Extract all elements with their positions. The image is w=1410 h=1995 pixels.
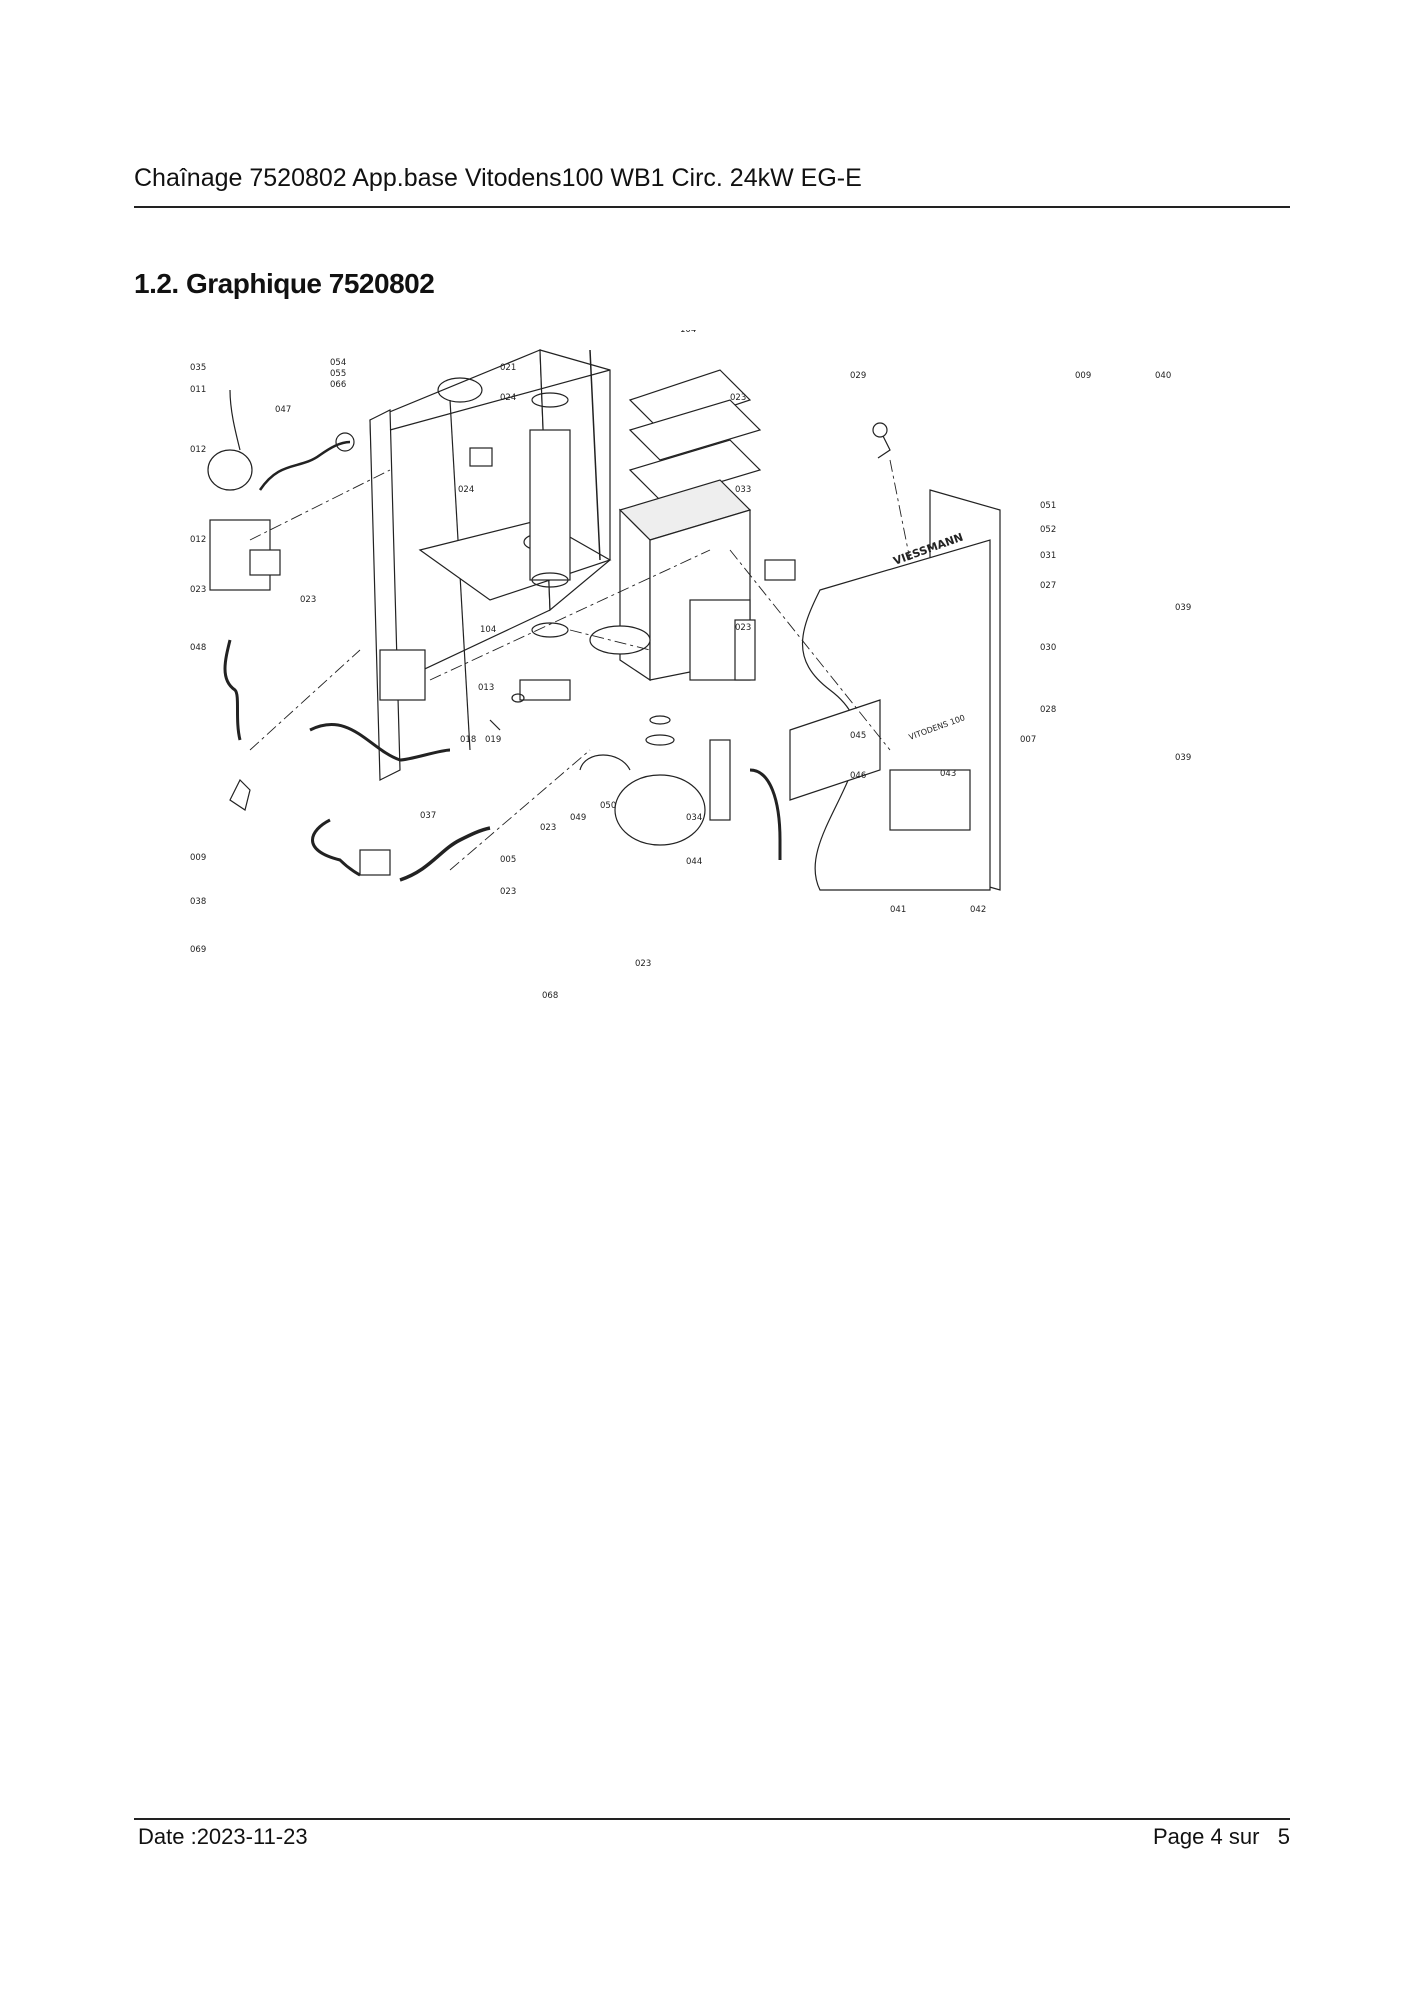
part-label: 050: [600, 801, 616, 811]
part-label: 068: [542, 991, 558, 1001]
part-label: 012: [190, 445, 206, 455]
heat-exchanger: [579, 369, 796, 860]
part-label: 042: [970, 905, 986, 915]
part-label: 024: [458, 485, 474, 495]
part-label: 069: [190, 945, 206, 955]
page-label: Page 4 sur: [1153, 1824, 1260, 1849]
part-label: 047: [275, 405, 291, 415]
part-label: 039: [1175, 603, 1191, 613]
part-label: 037: [420, 811, 436, 821]
part-label: 035: [190, 363, 206, 373]
page-total: 5: [1277, 1824, 1290, 1849]
section-heading: 1.2. Graphique 7520802: [134, 268, 435, 299]
part-label: 009: [1075, 371, 1091, 381]
part-label: 054: [330, 358, 346, 368]
part-label: 023: [735, 623, 751, 633]
part-label: 019: [485, 735, 501, 745]
part-label: 055: [330, 369, 346, 379]
part-label: 040: [1155, 371, 1171, 381]
document-header-title: Chaînage 7520802 App.base Vitodens100 WB…: [134, 164, 862, 192]
casing: VIESSMANN VITODENS 100: [789, 422, 1001, 891]
part-label: 023: [300, 595, 316, 605]
part-label: 033: [735, 485, 751, 495]
part-label: 029: [850, 371, 866, 381]
part-label: 012: [190, 535, 206, 545]
exploded-parts-diagram: VIESSMANN VITODENS 100 024 104 054 055 0…: [190, 330, 1250, 1120]
part-label: 044: [686, 857, 702, 867]
left-components: [207, 389, 491, 882]
part-label: 024: [500, 393, 516, 403]
part-label: 027: [1040, 581, 1056, 591]
part-labels: 024 104 054 055 066 021 024 035 011 047 …: [190, 330, 1191, 1001]
part-label: 104: [680, 330, 696, 335]
part-label: 009: [190, 853, 206, 863]
part-label: 066: [330, 380, 346, 390]
part-label: 007: [1020, 735, 1036, 745]
part-label: 005: [500, 855, 516, 865]
header-rule: [134, 206, 1290, 208]
part-label: 021: [500, 363, 516, 373]
part-label: 023: [730, 393, 746, 403]
assembly-lines: [249, 459, 911, 871]
part-label: 104: [480, 625, 496, 635]
part-label: 023: [635, 959, 651, 969]
part-label: 045: [850, 731, 866, 741]
part-label: 018: [460, 735, 476, 745]
part-label: 049: [570, 813, 586, 823]
part-label: 046: [850, 771, 866, 781]
part-label: 052: [1040, 525, 1056, 535]
part-label: 030: [1040, 643, 1056, 653]
footer-page-number: Page 4 sur 5: [1153, 1824, 1290, 1850]
part-label: 034: [686, 813, 702, 823]
part-label: 023: [500, 887, 516, 897]
part-label: 041: [890, 905, 906, 915]
part-label: 048: [190, 643, 206, 653]
part-label: 051: [1040, 501, 1056, 511]
part-label: 039: [1175, 753, 1191, 763]
part-label: 013: [478, 683, 494, 693]
center-components: [489, 392, 571, 731]
footer-date: Date :2023-11-23: [138, 1824, 308, 1849]
part-label: 043: [940, 769, 956, 779]
footer-rule: [134, 1818, 1290, 1820]
part-label: 038: [190, 897, 206, 907]
part-label: 023: [190, 585, 206, 595]
part-label: 031: [1040, 551, 1056, 561]
part-label: 028: [1040, 705, 1056, 715]
part-label: 011: [190, 385, 206, 395]
part-label: 023: [540, 823, 556, 833]
